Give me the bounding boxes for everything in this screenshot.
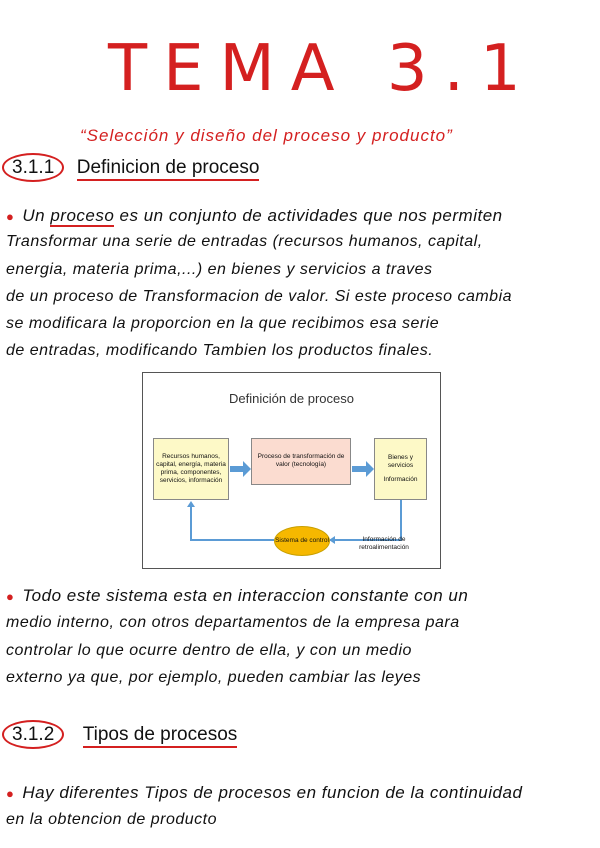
underlined-term: proceso (50, 206, 115, 227)
section-heading: Tipos de procesos (82, 724, 238, 748)
arrow-right-icon (352, 461, 374, 477)
arrow-right-icon (230, 461, 251, 477)
paragraph-line: Transformar una serie de entradas (recur… (6, 233, 483, 250)
feedback-label: Información de retroalimentación (359, 536, 409, 551)
paragraph-line: de un proceso de Transformacion de valor… (6, 288, 513, 305)
paragraph-line: externo ya que, por ejemplo, pueden camb… (6, 669, 422, 686)
process-box: Proceso de transformación de valor (tecn… (251, 438, 351, 485)
control-system: Sistema de control (274, 526, 330, 556)
page-title: TEMA 3.1 (108, 32, 537, 106)
paragraph-line: de entradas, modificando Tambien los pro… (6, 342, 434, 359)
control-line (190, 504, 274, 541)
outputs-box: Bienes y servicios Información (374, 438, 427, 500)
inputs-box: Recursos humanos, capital, energía, mate… (153, 438, 229, 500)
paragraph-line: energia, materia prima,...) en bienes y … (6, 261, 433, 278)
feedback-line (330, 500, 402, 541)
diagram-arrows (187, 461, 402, 544)
paragraph-line: ●Hay diferentes Tipos de procesos en fun… (6, 783, 523, 802)
paragraph-line: se modificara la proporcion en la que re… (6, 315, 440, 332)
diagram-title: Definición de proceso (228, 391, 355, 406)
section-3-1-1: 3.1.1 Definicion de proceso (2, 153, 260, 182)
paragraph-line: en la obtencion de producto (6, 811, 217, 828)
paragraph-line: ●Todo este sistema esta en interaccion c… (6, 586, 469, 605)
bullet-icon: ● (6, 589, 15, 604)
paragraph-line: ●Un proceso es un conjunto de actividade… (6, 206, 503, 227)
bullet-icon: ● (6, 786, 15, 801)
paragraph-line: medio interno, con otros departamentos d… (6, 614, 460, 631)
subtitle: “Selección y diseño del proceso y produc… (80, 126, 453, 145)
arrow-left-icon (329, 536, 335, 544)
paragraph-line: controlar lo que ocurre dentro de ella, … (6, 642, 412, 659)
bullet-icon: ● (6, 209, 15, 224)
section-heading: Definicion de proceso (76, 157, 260, 181)
section-number: 3.1.1 (2, 153, 65, 182)
arrow-up-icon (187, 501, 195, 507)
section-number: 3.1.2 (2, 720, 65, 749)
process-diagram: Definición de proceso Recursos humanos, … (142, 372, 441, 569)
section-3-1-2: 3.1.2 Tipos de procesos (2, 720, 238, 749)
